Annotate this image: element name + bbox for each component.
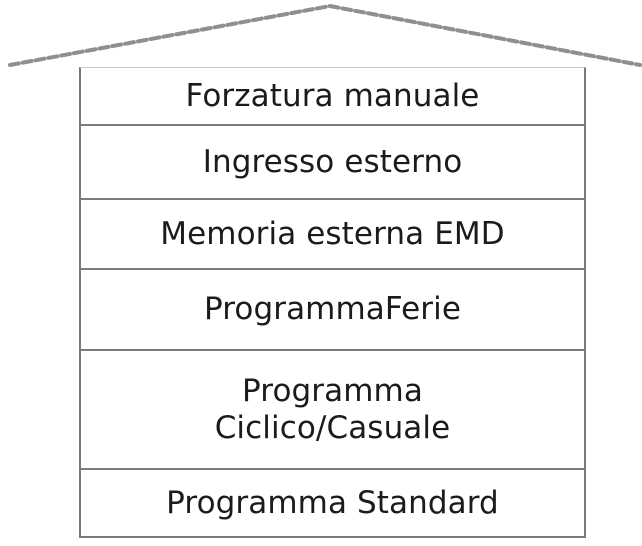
house-row[interactable]: Programma Standard	[81, 470, 584, 537]
house-row[interactable]: ProgrammaFerie	[81, 269, 584, 352]
house-row-label: Memoria esterna EMD	[160, 215, 505, 252]
house-row-label: ProgrammaFerie	[203, 291, 462, 328]
house-row-label: Programma Standard	[166, 484, 499, 521]
house-row[interactable]: Ingresso esterno	[81, 125, 584, 201]
house-row[interactable]: Memoria esterna EMD	[81, 200, 584, 270]
house-row-label: Ingresso esterno	[202, 143, 463, 180]
roof-line	[8, 4, 642, 67]
house-row-label: Forzatura manuale	[185, 77, 480, 114]
house-body: Forzatura manuale Ingresso esterno Memor…	[79, 67, 586, 538]
house-row[interactable]: Forzatura manuale	[81, 68, 584, 126]
house-row-label: Programma Ciclico/Casuale	[214, 373, 451, 446]
house-row[interactable]: Programma Ciclico/Casuale	[81, 351, 584, 471]
